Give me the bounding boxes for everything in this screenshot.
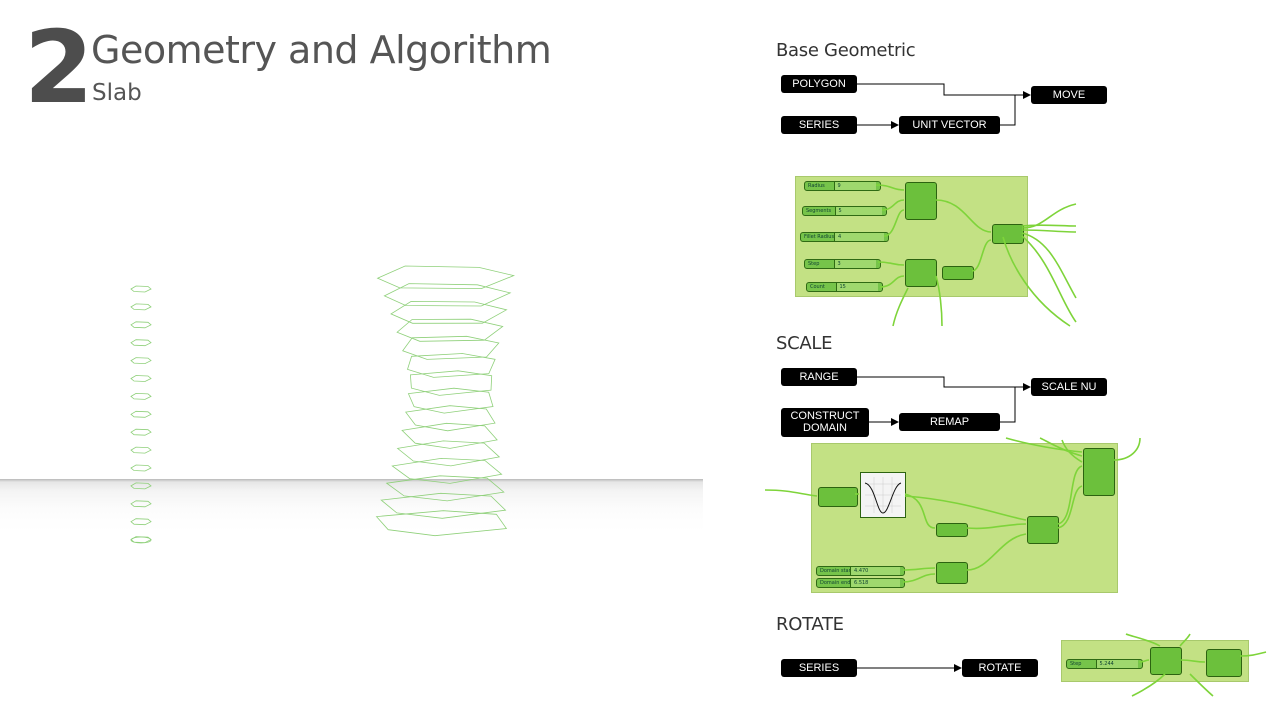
large-slab: [396, 440, 501, 467]
page-subtitle: Slab: [92, 80, 142, 106]
small-slab: [130, 303, 152, 311]
small-slab: [130, 375, 152, 382]
node-remap[interactable]: REMAP: [899, 413, 1000, 431]
small-slab: [130, 518, 152, 526]
gh-unit-vector-component[interactable]: [942, 266, 974, 280]
gh-canvas-rotate[interactable]: Step 5.244: [1061, 640, 1249, 682]
small-slab: [130, 464, 152, 472]
gh-remap-component[interactable]: [936, 523, 968, 537]
slider-label: Step: [1070, 661, 1082, 667]
ground-plane: [0, 479, 703, 531]
slider-label: Radius: [808, 183, 825, 189]
slider-value: 5: [834, 207, 882, 215]
slider-label: Step: [808, 261, 820, 267]
large-slab: [404, 405, 496, 432]
chapter-number: 2: [24, 9, 94, 126]
page-title: Geometry and Algorithm: [91, 28, 552, 72]
slab-viewport: [130, 265, 516, 544]
node-unit-vector[interactable]: UNIT VECTOR: [899, 116, 1000, 134]
large-slab: [385, 475, 505, 502]
small-slab-base: [130, 536, 152, 544]
small-slab: [130, 446, 152, 454]
large-slab: [409, 370, 493, 396]
large-slab-stack: [375, 265, 516, 537]
large-slab: [380, 492, 507, 519]
node-series-rotate[interactable]: SERIES: [781, 659, 857, 677]
node-rotate[interactable]: ROTATE: [962, 659, 1038, 677]
small-slab-stack: [130, 285, 152, 544]
gh-construct-domain-component[interactable]: [936, 562, 968, 584]
slider-value: 5.244: [1095, 660, 1138, 668]
gh-graph-mapper[interactable]: [860, 472, 906, 518]
slider-label: Fillet Radius: [804, 234, 835, 240]
slider-value: 3: [833, 260, 876, 268]
large-slab: [390, 300, 508, 324]
node-scale-nu[interactable]: SCALE NU: [1031, 378, 1107, 396]
gh-polygon-component[interactable]: [905, 182, 937, 220]
gh-series-component[interactable]: [905, 259, 937, 287]
slider-value: 4.470: [850, 567, 900, 575]
small-slab: [130, 285, 152, 293]
gh-range-component[interactable]: [818, 487, 858, 507]
large-slab: [375, 510, 508, 537]
small-slab: [130, 410, 152, 418]
large-slab: [391, 457, 503, 484]
gh-move-component[interactable]: [992, 224, 1024, 244]
slider-label: Domain start: [820, 568, 853, 574]
large-slab: [376, 265, 516, 290]
slider-label: Domain end: [820, 580, 851, 586]
large-slab: [383, 283, 512, 307]
small-slab: [130, 339, 152, 347]
small-slab: [130, 357, 152, 365]
node-polygon[interactable]: POLYGON: [781, 75, 857, 93]
large-slab: [407, 387, 494, 414]
slider-value: 6.518: [850, 579, 900, 587]
slider-count[interactable]: Count 15: [806, 282, 883, 292]
slider-value: 4: [834, 233, 884, 241]
slider-value: 15: [835, 283, 878, 291]
slider-rotate-step[interactable]: Step 5.244: [1066, 659, 1143, 669]
slider-label: Count: [810, 284, 825, 290]
large-slab: [402, 335, 500, 360]
slider-radius[interactable]: Radius 9: [804, 181, 881, 191]
slider-label: Segments: [806, 208, 832, 214]
small-slab: [130, 482, 152, 490]
small-slab: [130, 321, 152, 329]
small-slab: [130, 392, 152, 400]
small-slab: [130, 500, 152, 508]
graph-curve: [864, 477, 902, 514]
gh-scale-nu-component[interactable]: [1027, 516, 1059, 544]
gh-series-rotate-component[interactable]: [1150, 647, 1182, 675]
section-title-scale: SCALE: [776, 333, 833, 354]
node-construct-domain[interactable]: CONSTRUCT DOMAIN: [781, 408, 869, 437]
node-move[interactable]: MOVE: [1031, 86, 1107, 104]
slider-step[interactable]: Step 3: [804, 259, 881, 269]
small-slab: [130, 428, 152, 436]
large-slab: [406, 353, 496, 378]
section-title-base: Base Geometric: [776, 40, 916, 61]
slider-value: 9: [833, 182, 876, 190]
section-title-rotate: ROTATE: [776, 614, 844, 635]
gh-rotate-component[interactable]: [1206, 649, 1242, 677]
gh-output-component[interactable]: [1083, 448, 1115, 496]
node-series[interactable]: SERIES: [781, 116, 857, 134]
node-range[interactable]: RANGE: [781, 368, 857, 386]
large-slab: [401, 422, 498, 449]
